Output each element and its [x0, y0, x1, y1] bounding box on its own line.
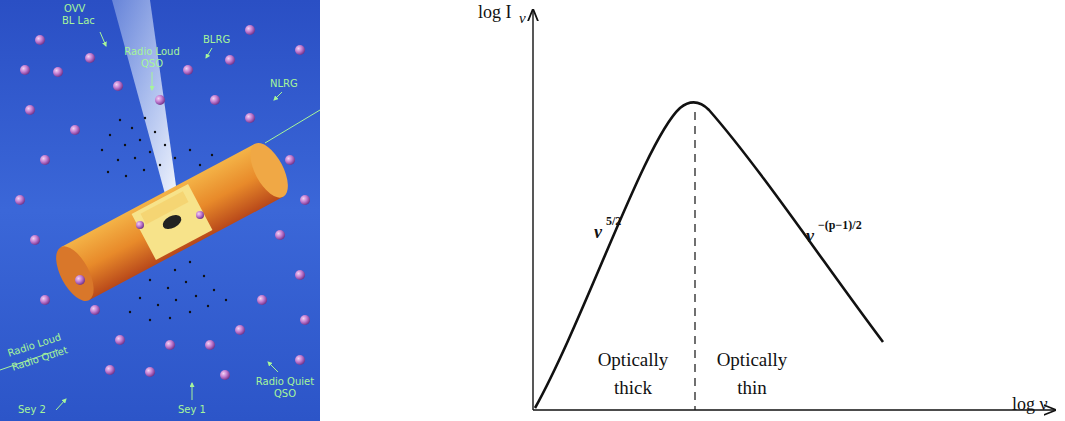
regime-label: Optically thin	[702, 346, 802, 402]
source-label: BL Lac	[62, 15, 95, 27]
jet-cone	[112, 0, 178, 205]
source-label: Sey 2	[18, 404, 46, 416]
axis-label: log I	[478, 2, 512, 23]
axis-subscript: ν	[519, 10, 526, 27]
axis-line	[265, 110, 320, 143]
dusty-torus	[48, 137, 295, 306]
source-label: BLRG	[203, 34, 230, 46]
x-axis	[533, 409, 1055, 410]
axis-label: log ν	[1012, 394, 1048, 415]
spectrum-curve	[535, 102, 883, 408]
regime-label: Optically thick	[578, 346, 688, 402]
source-label: Sey 1	[178, 404, 206, 416]
turnover-line	[694, 112, 695, 410]
source-label: OVV	[64, 3, 85, 15]
slope-exponent: 5/2	[606, 214, 621, 228]
source-label: NLRG	[270, 78, 298, 90]
y-axis	[532, 10, 533, 410]
source-label: Radio Quiet QSO	[252, 376, 318, 400]
source-label: Radio Loud QSO	[122, 46, 182, 70]
pointer-arrows	[56, 32, 282, 410]
cloud-spheres	[15, 25, 310, 380]
slope-label: ν	[806, 226, 814, 247]
panel-background	[0, 0, 320, 421]
slope-exponent: −(p−1)/2	[818, 218, 862, 232]
slope-label: ν	[594, 222, 602, 243]
